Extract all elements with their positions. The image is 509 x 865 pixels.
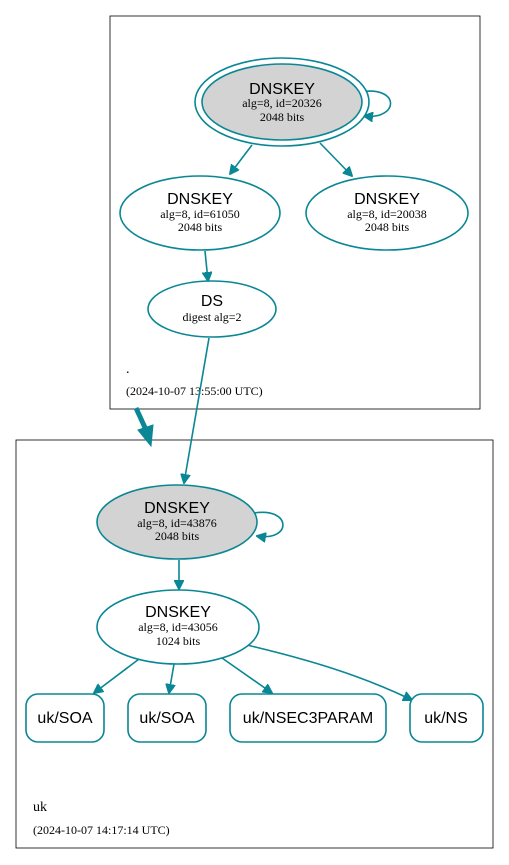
- uk-nsec3param-label: uk/NSEC3PARAM: [243, 710, 373, 727]
- edges: [94, 90, 412, 700]
- root-zsk1-title: DNSKEY: [167, 191, 233, 208]
- ds-to-uk-ksk-edge: [184, 337, 210, 483]
- root-zsk2-title: DNSKEY: [354, 191, 420, 208]
- uk-soa-1-box: [25, 693, 105, 743]
- uk-soa-2-box: [127, 693, 207, 743]
- uk-zone-timestamp: (2024-10-07 14:17:14 UTC): [33, 823, 170, 837]
- uk-nsec3param-box: [229, 693, 387, 743]
- uk-zsk-ellipse: [96, 589, 260, 665]
- root-zsk1-bits: 2048 bits: [178, 220, 223, 234]
- uk-zsk-title: DNSKEY: [145, 604, 211, 621]
- root-zone-cluster: . (2024-10-07 13:55:00 UTC): [109, 15, 481, 410]
- uk-ns-label: uk/NS: [424, 710, 468, 727]
- uk-zsk-to-nsec3param-edge: [221, 657, 272, 693]
- root-zsk2-ellipse: [305, 175, 469, 251]
- uk-nsec3param-node[interactable]: uk/NSEC3PARAM: [229, 693, 387, 743]
- root-ksk-node[interactable]: DNSKEY alg=8, id=20326 2048 bits: [194, 57, 370, 147]
- uk-zsk-alg: alg=8, id=43056: [138, 620, 218, 634]
- uk-zsk-bits: 1024 bits: [156, 634, 201, 648]
- root-ksk-self-edge: [359, 90, 392, 116]
- uk-soa-2-label: uk/SOA: [139, 710, 194, 727]
- uk-soa-node-2[interactable]: uk/SOA: [127, 693, 207, 743]
- root-zsk1-node[interactable]: DNSKEY alg=8, id=61050 2048 bits: [119, 175, 281, 251]
- root-zone-timestamp: (2024-10-07 13:55:00 UTC): [126, 384, 263, 398]
- uk-ns-node[interactable]: uk/NS: [409, 693, 484, 743]
- uk-ksk-ellipse: [96, 484, 258, 560]
- uk-soa-1-label: uk/SOA: [37, 710, 92, 727]
- root-ksk-title: DNSKEY: [249, 81, 315, 98]
- uk-zone-cluster: uk (2024-10-07 14:17:14 UTC): [15, 439, 494, 849]
- root-zsk2-bits: 2048 bits: [365, 220, 410, 234]
- uk-ns-box: [409, 693, 484, 743]
- root-zsk1-ellipse: [119, 175, 281, 251]
- root-ksk-bits: 2048 bits: [260, 110, 305, 124]
- root-zsk2-node[interactable]: DNSKEY alg=8, id=20038 2048 bits: [305, 175, 469, 251]
- uk-zone-border: [15, 439, 494, 849]
- root-ksk-to-zsk1-edge: [230, 144, 253, 174]
- root-zsk1-alg: alg=8, id=61050: [160, 207, 240, 221]
- root-zsk-to-ds-edge: [205, 250, 208, 281]
- uk-ksk-title: DNSKEY: [144, 500, 210, 517]
- root-zsk2-alg: alg=8, id=20038: [347, 207, 427, 221]
- uk-soa-node-1[interactable]: uk/SOA: [25, 693, 105, 743]
- uk-zsk-node[interactable]: DNSKEY alg=8, id=43056 1024 bits: [96, 589, 260, 665]
- root-zone-border: [109, 15, 481, 410]
- root-ksk-ellipse: [201, 63, 363, 141]
- root-ds-node[interactable]: DS digest alg=2: [147, 280, 277, 338]
- uk-ksk-node[interactable]: DNSKEY alg=8, id=43876 2048 bits: [96, 484, 258, 560]
- delegation-arrowhead: [137, 424, 154, 448]
- root-ds-ellipse: [147, 280, 277, 338]
- uk-zsk-to-ns-edge: [246, 644, 412, 700]
- root-ksk-to-zsk2-edge: [319, 142, 352, 176]
- root-ds-title: DS: [201, 293, 223, 310]
- root-zone-name: .: [126, 362, 130, 377]
- uk-zone-name: uk: [33, 800, 47, 815]
- uk-ksk-bits: 2048 bits: [155, 529, 200, 543]
- root-ksk-alg: alg=8, id=20326: [242, 96, 322, 110]
- uk-zsk-to-soa1-edge: [94, 658, 140, 693]
- uk-ksk-alg: alg=8, id=43876: [137, 516, 217, 530]
- root-ds-digest: digest alg=2: [182, 310, 241, 324]
- uk-zsk-to-soa2-edge: [169, 663, 174, 693]
- uk-ksk-self-edge: [253, 511, 284, 536]
